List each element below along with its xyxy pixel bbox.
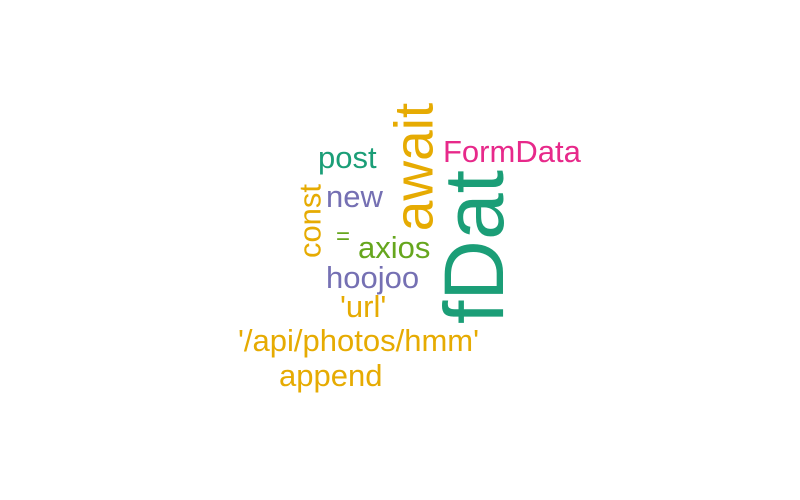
word-const: const [292, 183, 328, 259]
word-url: 'url' [340, 289, 387, 324]
word-append: append [279, 358, 383, 393]
word-formdata: FormData [443, 134, 581, 169]
word-axios: axios [358, 230, 431, 265]
word-equals: = [336, 223, 351, 250]
word-await: await [382, 102, 445, 232]
word-fdat: fDat [427, 169, 521, 325]
word-api-path: '/api/photos/hmm' [238, 323, 480, 358]
word-new: new [326, 179, 383, 214]
word-hoojoo: hoojoo [326, 260, 420, 295]
word-post: post [318, 140, 377, 175]
